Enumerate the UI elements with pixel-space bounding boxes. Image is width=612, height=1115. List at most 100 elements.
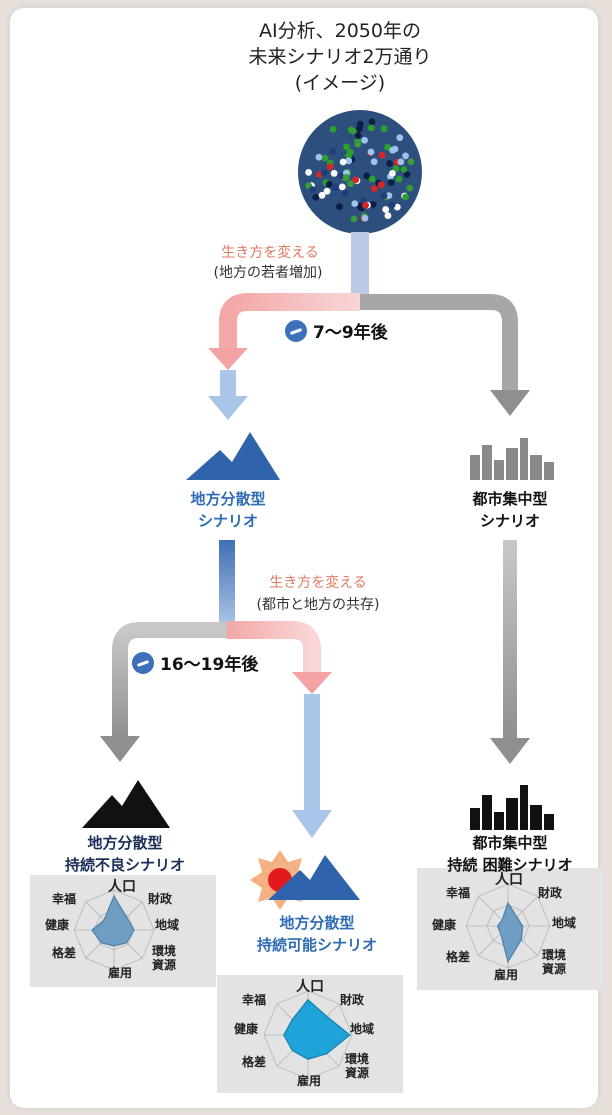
radar-label-inequality: 格差 (242, 1055, 267, 1069)
node-local-dispersed: 地方分散型 シナリオ (168, 488, 288, 532)
scenario-dot (342, 174, 350, 181)
scenario-dot (369, 201, 377, 208)
scenario-dot (395, 175, 403, 183)
node-local-unsustainable-line2: 持続不良シナリオ (64, 856, 185, 874)
radar-label-resources: 資源 (345, 1066, 370, 1080)
arrow-lower-left (100, 736, 140, 762)
node-local-unsustainable: 地方分散型 持続不良シナリオ (40, 832, 210, 876)
branch2-time-label: 16〜19年後 (160, 655, 259, 675)
radar-label-resources: 資源 (542, 962, 567, 976)
stem-lower (219, 540, 235, 635)
radar-chart-unsustainable (73, 889, 155, 971)
radar-value-area (91, 894, 135, 947)
diagram-title: AI分析、2050年の 未来シナリオ2万通り (イメージ) (200, 18, 480, 96)
radar-label-health: 健康 (45, 918, 70, 932)
scenario-dot (354, 137, 362, 145)
radar-label-population: 人口 (296, 979, 324, 995)
scenario-dot (315, 153, 323, 161)
radar-label-inequality: 格差 (52, 946, 77, 960)
scenario-dot (351, 200, 359, 208)
radar-label-region: 地域 (552, 916, 577, 930)
scenario-dot (356, 120, 364, 128)
scenario-dot (385, 192, 393, 200)
radar-label-happiness: 幸福 (52, 892, 77, 906)
branch2-time-badge: 16〜19年後 (132, 650, 258, 675)
branch1-action-label: 生き方を変える (221, 245, 319, 261)
scenario-dot (305, 169, 312, 176)
scenario-dot (370, 185, 378, 193)
title-line-3: (イメージ) (294, 72, 386, 94)
scenario-dot (361, 214, 369, 222)
node-local-unsustainable-line1: 地方分散型 (87, 834, 163, 852)
branch1-time-label: 7〜9年後 (313, 323, 388, 343)
branch-lower-left (112, 622, 227, 738)
node-local-sustainable-line2: 持続可能シナリオ (256, 936, 377, 954)
scenario-dot (402, 193, 409, 201)
node-urban-concentrated-line2: シナリオ (479, 512, 540, 530)
shaft-urban (503, 540, 517, 740)
city-urban-difficult (470, 785, 554, 830)
scenario-dot (332, 183, 339, 191)
radar-label-health: 健康 (432, 918, 457, 932)
scenario-dot (336, 203, 343, 211)
radar-chart-difficult (465, 883, 551, 969)
node-urban-difficult-line2: 持続 困難シナリオ (447, 856, 573, 874)
title-line-1: AI分析、2050年の (259, 20, 421, 42)
scenario-dot (347, 180, 354, 188)
scenario-dot (320, 169, 328, 177)
scenario-dot (406, 184, 414, 192)
scenario-dot (396, 134, 404, 142)
scenario-dot (346, 148, 354, 156)
shaft-lower-right-blue (304, 694, 320, 814)
scenario-dot (397, 158, 405, 166)
node-local-dispersed-line2: シナリオ (197, 512, 258, 530)
branch-upper-right (360, 294, 518, 392)
branch1-detail-label: (地方の若者増加) (213, 265, 323, 281)
scenario-dot (402, 152, 409, 160)
radar-value-area (496, 901, 524, 964)
scenario-dot (389, 170, 396, 177)
arrow-lower-right-blue (292, 810, 332, 838)
scenario-dot (377, 181, 385, 189)
branch1-time-badge: 7〜9年後 (285, 318, 388, 343)
clock-icon (285, 319, 307, 342)
scenario-dot (325, 180, 333, 188)
scenario-dot (363, 172, 371, 180)
clock-icon (132, 651, 154, 674)
scenario-dot (384, 143, 392, 151)
scenario-dot (407, 158, 415, 166)
scenario-dot (382, 206, 390, 213)
scenario-dot (354, 132, 362, 140)
scenario-dot (361, 136, 368, 144)
radar-label-health: 健康 (234, 1022, 259, 1036)
radar-label-environment: 環境 (152, 944, 177, 958)
arrow-upper-right (490, 390, 530, 416)
radar-value-area (283, 998, 351, 1060)
scenario-dot (338, 183, 346, 191)
scenario-dot (403, 171, 411, 178)
arrow-upper-left-pink (208, 348, 248, 370)
scenario-dot (352, 176, 360, 184)
branch2-action-label: 生き方を変える (269, 575, 367, 591)
node-urban-difficult-line1: 都市集中型 (472, 834, 548, 852)
branch-upper-left (219, 293, 360, 352)
scenario-dot (391, 145, 399, 153)
node-local-sustainable: 地方分散型 持続可能シナリオ (232, 912, 402, 956)
scenario-dots (305, 118, 415, 223)
radar-label-region: 地域 (350, 1022, 375, 1036)
radar-label-region: 地域 (155, 918, 180, 932)
node-local-dispersed-line1: 地方分散型 (190, 490, 266, 508)
radar-label-happiness: 幸福 (242, 993, 267, 1007)
radar-label-population: 人口 (495, 872, 523, 888)
scenario-dot (330, 169, 338, 177)
scenario-dot (368, 118, 376, 126)
branch-lower-right (227, 621, 321, 675)
scenario-dot (367, 124, 375, 132)
scenario-dot (386, 160, 393, 167)
mountain-local-dispersed (186, 432, 280, 480)
node-urban-difficult: 都市集中型 持続 困難シナリオ (425, 832, 595, 876)
stem-upper (351, 232, 369, 302)
scenario-dot (392, 165, 400, 173)
scenario-dot (318, 191, 326, 199)
radar-chart-sustainable (263, 990, 353, 1080)
